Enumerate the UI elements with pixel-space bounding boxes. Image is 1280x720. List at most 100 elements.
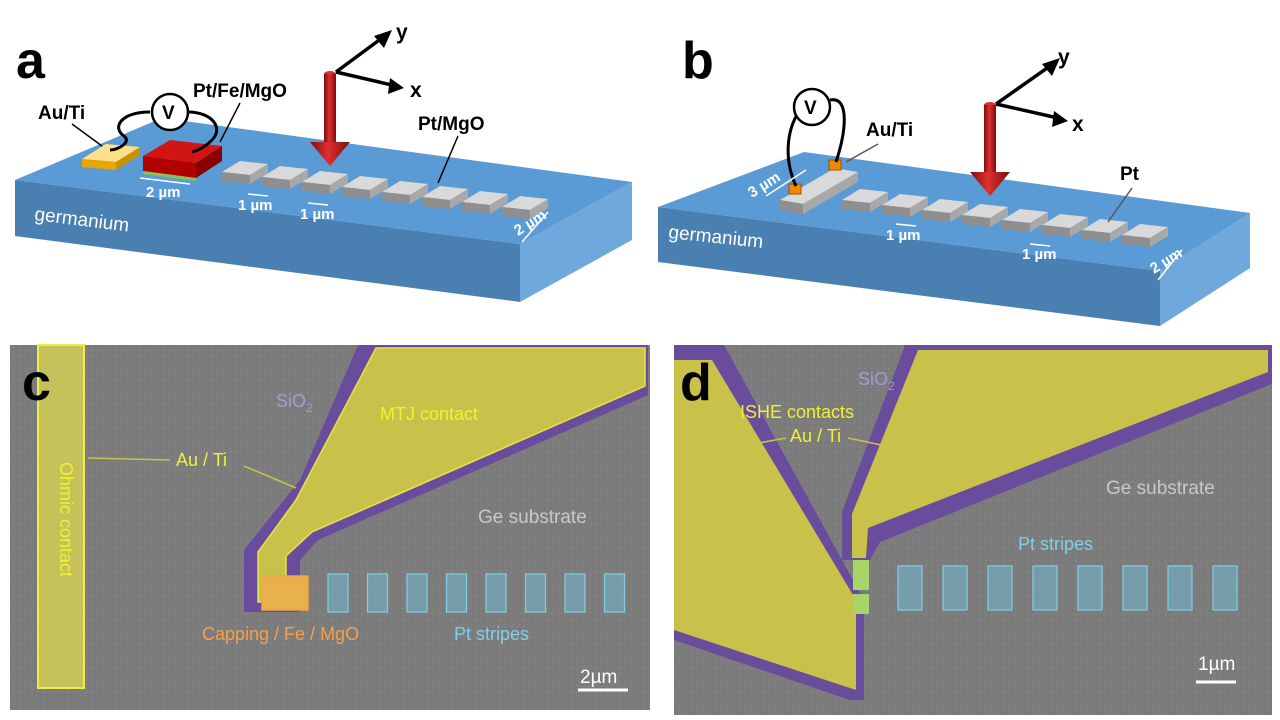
mtj-label-a: Pt/Fe/MgO	[193, 81, 287, 102]
au-ti-pointer-a	[71, 123, 103, 147]
ge-label-d: Ge substrate	[1106, 478, 1215, 499]
ohmic-contact-c	[37, 344, 85, 689]
spin-arrow-b	[970, 102, 1010, 196]
dim-label-b-2: 1 µm	[886, 227, 921, 244]
pt-stripe-d-4	[1032, 565, 1058, 611]
pt-stripe-a-5	[382, 181, 428, 204]
panel-d: SiO2 ISHE contacts Au / Ti Ge substrate …	[674, 345, 1272, 715]
pt-stripe-c-4	[445, 573, 468, 613]
panel-c-letter: c	[22, 354, 51, 412]
pt-stripes-label-c: Pt stripes	[454, 624, 529, 644]
voltmeter-label-b: V	[804, 98, 817, 119]
ishe-tip-d-1	[853, 560, 869, 590]
mtj-stack-a-green	[143, 171, 196, 181]
pt-stripe-c-2	[366, 573, 389, 613]
pt-stripe-c-3	[406, 573, 428, 613]
pt-stripe-a-8	[502, 196, 548, 219]
pt-stripes-b	[842, 189, 1168, 247]
dim-arrows-b	[765, 169, 1183, 281]
pt-stripe-a-2	[262, 166, 308, 189]
dim-label-a-1: 2 µm	[146, 184, 181, 201]
pt-stripes-label-d: Pt stripes	[1018, 534, 1093, 554]
voltmeter-wire-a-right	[187, 110, 219, 154]
panel-a: a germanium V Au/Ti Pt/Fe/MgO Pt/MgO 2 µ…	[15, 21, 632, 302]
pt-mgo-pointer-a	[437, 135, 459, 184]
capping-fe-mgo-c	[261, 575, 309, 611]
scale-bar-label-c: 2µm	[580, 667, 617, 688]
pt-pointer-b	[1107, 187, 1133, 223]
au-ti-contact-b-2	[828, 159, 842, 171]
substrate-front-b	[658, 207, 1160, 326]
pt-stripe-d-3	[987, 565, 1013, 611]
pt-stripe-d-6	[1122, 565, 1148, 611]
long-pt-stripe-b-front	[780, 200, 803, 214]
panel-b: b germanium V Au/Ti Pt 3 µm 1 µm 1 µm 2 …	[658, 32, 1250, 326]
axis-arrowhead-a-y	[374, 30, 392, 48]
pt-stripe-c-7	[564, 573, 586, 613]
pt-stripe-a-3	[302, 171, 348, 194]
au-ti-pointer-d-left	[731, 437, 787, 449]
substrate-side-a	[520, 182, 632, 302]
au-ti-label-c: Au / Ti	[176, 450, 227, 470]
mtj-stack-a-front	[143, 156, 196, 178]
mtj-stack-a	[143, 140, 222, 163]
mtj-stack-a-side	[196, 146, 222, 178]
voltmeter-wire-a-left	[109, 110, 151, 152]
axis-x-label-a: x	[410, 79, 422, 102]
substrate-side-b	[1160, 213, 1250, 326]
pt-stripe-b-3	[922, 199, 968, 222]
au-ti-label-a: Au/Ti	[38, 103, 85, 124]
pt-stripe-d-2	[942, 565, 968, 611]
dim-label-b-3: 1 µm	[1022, 246, 1057, 263]
capping-label-c: Capping / Fe / MgO	[202, 624, 359, 644]
dim-arrows-a	[139, 177, 549, 243]
panel-d-letter: d	[680, 354, 712, 412]
ge-label-c: Ge substrate	[478, 507, 587, 528]
axes-icon-b	[994, 64, 1059, 120]
au-ti-pointer-c-right	[243, 465, 297, 489]
pt-stripe-a-4	[342, 176, 388, 199]
dim-label-a-3: 1 µm	[300, 206, 335, 223]
panel-c: Ohmic contact SiO2 MTJ contact Au / Ti G…	[10, 344, 650, 710]
pt-stripe-b-7	[1082, 219, 1128, 242]
pt-stripes-a	[222, 161, 548, 219]
au-ti-pad-a	[82, 144, 140, 162]
voltmeter-label-a: V	[162, 103, 175, 124]
axis-y-label-b: y	[1058, 46, 1070, 69]
voltmeter-icon-a	[150, 92, 190, 132]
pt-stripe-d-1	[897, 565, 923, 611]
pt-stripe-b-5	[1002, 209, 1048, 232]
pt-stripe-c-5	[485, 573, 507, 613]
pt-stripe-d-7	[1167, 565, 1193, 611]
au-ti-pointer-d-right	[847, 437, 887, 447]
axis-x-label-b: x	[1072, 113, 1084, 136]
pt-stripe-b-2	[882, 194, 928, 217]
pt-stripe-d-8	[1212, 565, 1238, 611]
ishe-label-d: ISHE contacts	[740, 402, 854, 422]
axis-y-label-a: y	[396, 21, 408, 44]
au-ti-label-b: Au/Ti	[866, 120, 913, 141]
au-ti-pointer-c-left	[87, 457, 171, 461]
pt-stripe-a-7	[462, 191, 508, 214]
ishe-contact-d-left	[674, 360, 856, 690]
axis-arrowhead-b-y	[1042, 58, 1060, 76]
axis-arrowhead-a-x	[388, 78, 404, 94]
pt-stripe-b-1	[842, 189, 888, 212]
long-pt-stripe-b	[780, 168, 858, 204]
dim-label-a-2: 1 µm	[238, 197, 273, 214]
pt-stripe-b-4	[962, 204, 1008, 227]
panel-b-letter: b	[682, 32, 714, 90]
au-ti-pad-a-front	[82, 159, 116, 170]
voltmeter-icon-b	[792, 87, 832, 127]
pt-mgo-label-a: Pt/MgO	[418, 114, 485, 135]
ishe-tip-d-2	[853, 594, 869, 614]
pt-stripe-c-1	[327, 573, 349, 613]
ohmic-label-c: Ohmic contact	[56, 462, 76, 577]
pt-label-b: Pt	[1120, 164, 1140, 185]
substrate-front-a	[15, 180, 520, 302]
spin-arrow-a	[310, 71, 350, 166]
pt-stripe-c-6	[524, 573, 547, 613]
pt-stripe-a-1	[222, 161, 268, 184]
au-ti-pad-a-side	[116, 147, 140, 170]
